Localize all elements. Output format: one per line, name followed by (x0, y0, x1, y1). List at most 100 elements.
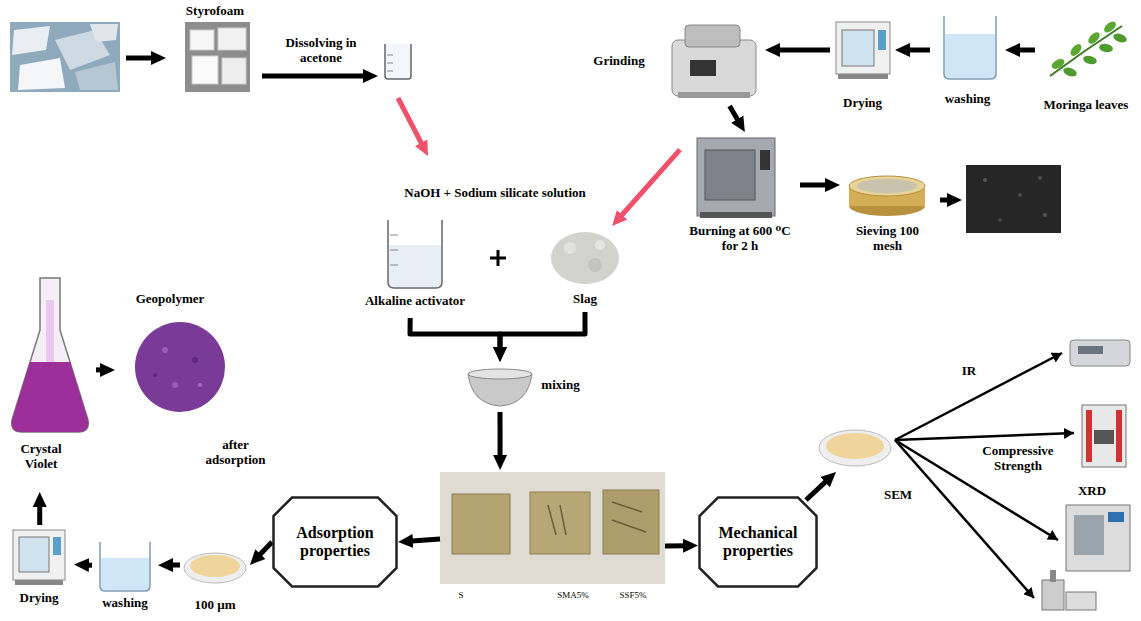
node-text: Drying (830, 96, 895, 111)
powder-dish-icon (819, 430, 891, 466)
geopolymer-photo (153, 373, 157, 377)
flow-arrow (775, 48, 830, 53)
geopolymer-photo (162, 347, 168, 353)
furnace-icon (697, 138, 775, 216)
flask-icon (12, 278, 89, 432)
geopolymer-photo (172, 382, 178, 388)
step-node: 100 µm (180, 540, 250, 618)
styrofoam-photo (190, 30, 214, 50)
step-node: Alkaline activator (355, 214, 475, 318)
water-beaker-icon (945, 34, 995, 78)
ash-powder-photo (983, 178, 987, 182)
beaker-icon (385, 44, 411, 79)
step-node: washing (930, 10, 1005, 110)
flow-arrow (1015, 48, 1035, 53)
layout-arrow (940, 198, 952, 203)
node-text: SMA5% (546, 590, 600, 600)
waste-photo (10, 22, 120, 92)
ash-powder-photo (966, 165, 1061, 233)
step-node: Grinding (588, 18, 765, 106)
grinder-icon (672, 40, 756, 96)
instrument-icon (1074, 515, 1104, 555)
slag-powder-photo (595, 240, 605, 250)
node-text: S (448, 590, 474, 600)
node-text: Drying (4, 591, 74, 606)
sieve-icon (857, 179, 917, 193)
step-node: Styrofoam (175, 2, 255, 97)
styrofoam-photo (185, 22, 250, 92)
moringa-leaves-photo (1098, 43, 1113, 53)
ash-powder-photo (966, 165, 1061, 233)
step-node: Crystal Violet (8, 270, 96, 492)
step-node: mixing (462, 362, 587, 412)
grinder-icon (685, 25, 740, 47)
grinder-icon (672, 25, 756, 98)
annotation-label: Compressive Strength (972, 444, 1064, 474)
flow-arrow (84, 562, 92, 567)
instrument-icon (1050, 570, 1056, 582)
geopolymer-photo (135, 322, 225, 412)
node-text: 100 µm (180, 598, 250, 613)
octagon-text: Mechanical properties (703, 524, 813, 561)
beaker-icon (385, 44, 411, 79)
sieve-icon (849, 176, 925, 216)
instrument-icon (1078, 346, 1103, 354)
instrument-icon (1042, 580, 1064, 610)
specimen-photo-node: SSMA5%SSF5% (440, 470, 665, 608)
activator-beaker-icon (390, 235, 398, 265)
activator-beaker-icon (388, 220, 442, 288)
red-flow-arrow (619, 150, 680, 219)
specimens-photo (440, 472, 665, 584)
powder-dish-icon (184, 553, 246, 583)
node-text: Geopolymer (115, 292, 225, 307)
oven-icon (19, 537, 49, 572)
step-node: Slag (545, 226, 625, 312)
moringa-leaves-photo (1082, 54, 1098, 65)
waste-photo (75, 62, 118, 90)
node-text: Sieving 100 mesh (854, 224, 921, 254)
oven-icon (842, 30, 874, 66)
node-text: after adsorption (198, 438, 273, 468)
styrofoam-photo (185, 22, 250, 92)
moringa-leaves-photo (1050, 26, 1122, 76)
plus-sign (490, 250, 506, 266)
oven-icon (836, 22, 890, 79)
styrofoam-photo (218, 28, 246, 50)
node-text: Burning at 600 ⁰C for 2 h (680, 224, 800, 254)
step-node: Moringa leaves (1035, 18, 1137, 118)
furnace-icon (697, 138, 775, 218)
geopolymer-photo (135, 322, 225, 412)
node-text: Grinding (588, 54, 650, 69)
activator-beaker-icon (389, 245, 441, 287)
grinder-icon (678, 92, 750, 98)
moringa-leaves-photo (1062, 66, 1078, 78)
flow-arrow (905, 48, 930, 53)
octagon-outline (700, 498, 817, 587)
styrofoam-photo (192, 56, 218, 84)
flow-arrow (37, 502, 42, 525)
node-text: Slag (545, 292, 625, 307)
instrument-icon (1094, 430, 1114, 444)
mixing-bowl-icon (468, 369, 532, 406)
slag-powder-photo (551, 232, 619, 284)
oven-icon (878, 30, 886, 50)
oven-icon (15, 580, 63, 585)
instrument-icon (1082, 405, 1126, 467)
furnace-icon (700, 212, 772, 218)
moringa-leaves-photo (1068, 42, 1083, 58)
moringa-leaves-photo (1050, 19, 1128, 78)
node-text: washing (930, 92, 1005, 107)
layout-arrow (126, 58, 1074, 598)
step-node: Drying (830, 18, 895, 113)
ash-powder-photo (1038, 176, 1042, 180)
flask-icon (46, 300, 54, 362)
flow-arrow (500, 312, 585, 352)
instrument-icon (1086, 410, 1092, 462)
waste-photo (10, 22, 120, 92)
oven-icon (13, 530, 65, 585)
moringa-leaves-photo (1112, 32, 1128, 44)
annotation-label: SEM (878, 488, 918, 503)
furnace-icon (760, 150, 770, 170)
step-node: Geopolymer after adsorption (115, 290, 273, 480)
flow-arrow (408, 539, 440, 541)
